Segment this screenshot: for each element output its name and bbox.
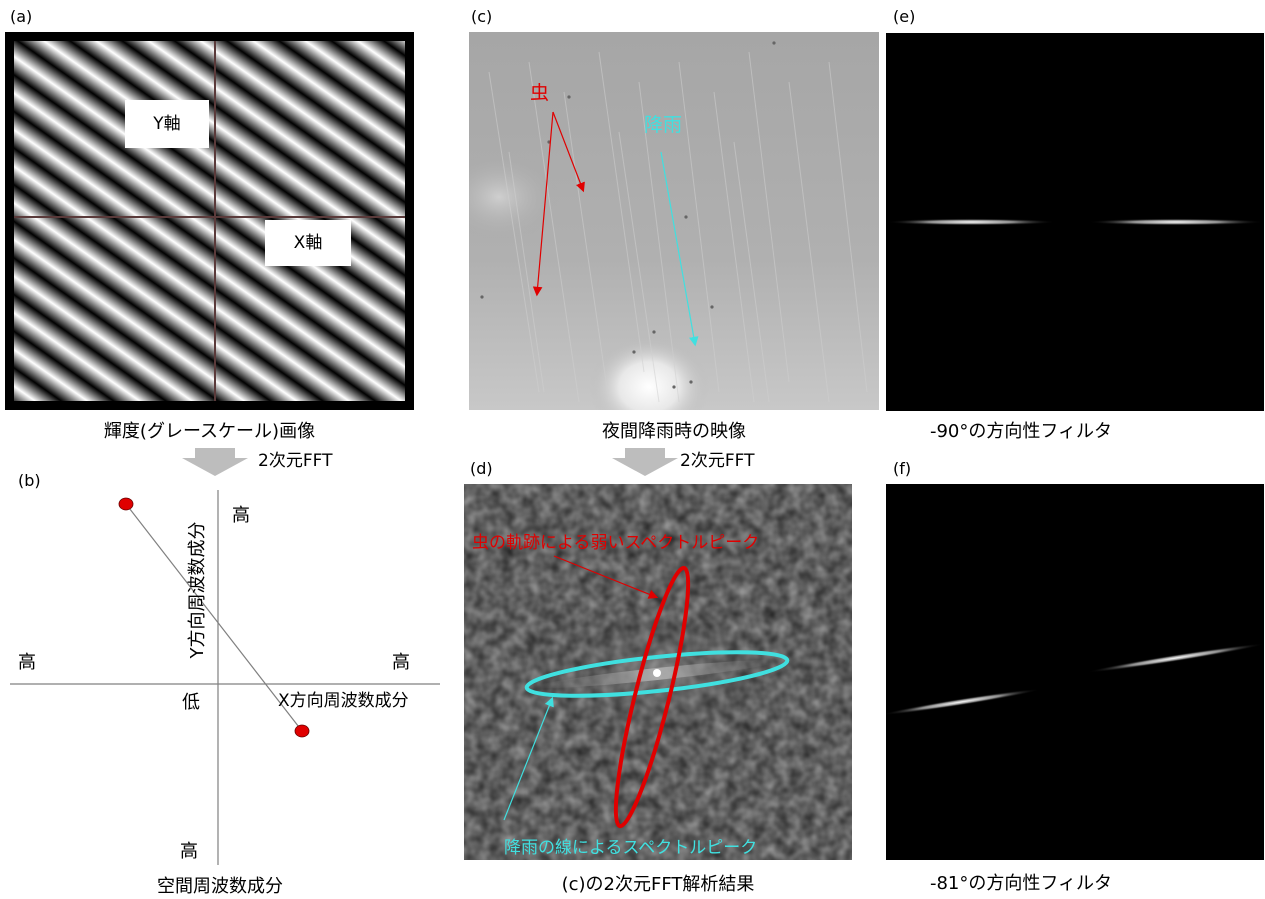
rain-peak-label: 降雨の線によるスペクトルピーク xyxy=(504,838,758,858)
high-right-label: 高 xyxy=(392,652,410,673)
directional-filter-81-image xyxy=(886,484,1264,860)
insect-peak-label: 虫の軌跡による弱いスペクトルピーク xyxy=(472,533,760,553)
grayscale-stripe-image: Y軸 X軸 xyxy=(5,32,414,410)
panel-f-caption: -81°の方向性フィルタ xyxy=(929,873,1113,894)
panel-e-label: (e) xyxy=(893,7,916,26)
x-frequency-axis-label: X方向周波数成分 xyxy=(278,691,409,711)
panel-a-caption: 輝度(グレースケール)画像 xyxy=(103,421,316,442)
rain-label: 降雨 xyxy=(644,114,683,136)
low-center-label: 低 xyxy=(182,692,200,713)
high-top-label: 高 xyxy=(232,505,250,526)
directional-filter-90-image xyxy=(886,33,1264,411)
frequency-point-lower xyxy=(294,724,310,738)
y-axis-tag: Y軸 xyxy=(125,100,209,148)
insect-label: 虫 xyxy=(530,82,550,104)
night-rain-video-frame: 虫 降雨 xyxy=(469,32,879,410)
panel-a-label: (a) xyxy=(10,7,33,26)
fft-spectrum-image: 虫の軌跡による弱いスペクトルピーク 降雨の線によるスペクトルピーク xyxy=(464,484,852,860)
panel-d-label: (d) xyxy=(470,459,493,478)
frequency-point-upper xyxy=(118,497,134,511)
frequency-axes-diagram xyxy=(0,480,440,870)
panel-c-label: (c) xyxy=(471,7,493,26)
fft-arrow-left xyxy=(180,448,250,478)
rain-peak-ellipse xyxy=(524,650,790,698)
panel-e-caption: -90°の方向性フィルタ xyxy=(929,421,1113,442)
insect-peak-ellipse xyxy=(613,565,691,829)
high-bottom-label: 高 xyxy=(180,841,198,862)
x-axis-tag: X軸 xyxy=(265,220,351,266)
fft-label-left: 2次元FFT xyxy=(258,451,333,471)
panel-b-caption: 空間周波数成分 xyxy=(157,876,283,897)
panel-b-label: (b) xyxy=(18,471,41,490)
y-frequency-axis-label: Y方向周波数成分 xyxy=(187,521,208,659)
high-left-label: 高 xyxy=(18,652,36,673)
panel-d-caption: (c)の2次元FFT解析結果 xyxy=(561,874,755,895)
fft-arrow-right xyxy=(610,448,680,478)
panel-c-caption: 夜間降雨時の映像 xyxy=(602,421,746,442)
fft-label-right: 2次元FFT xyxy=(680,451,755,471)
panel-f-label: (f) xyxy=(893,459,912,478)
